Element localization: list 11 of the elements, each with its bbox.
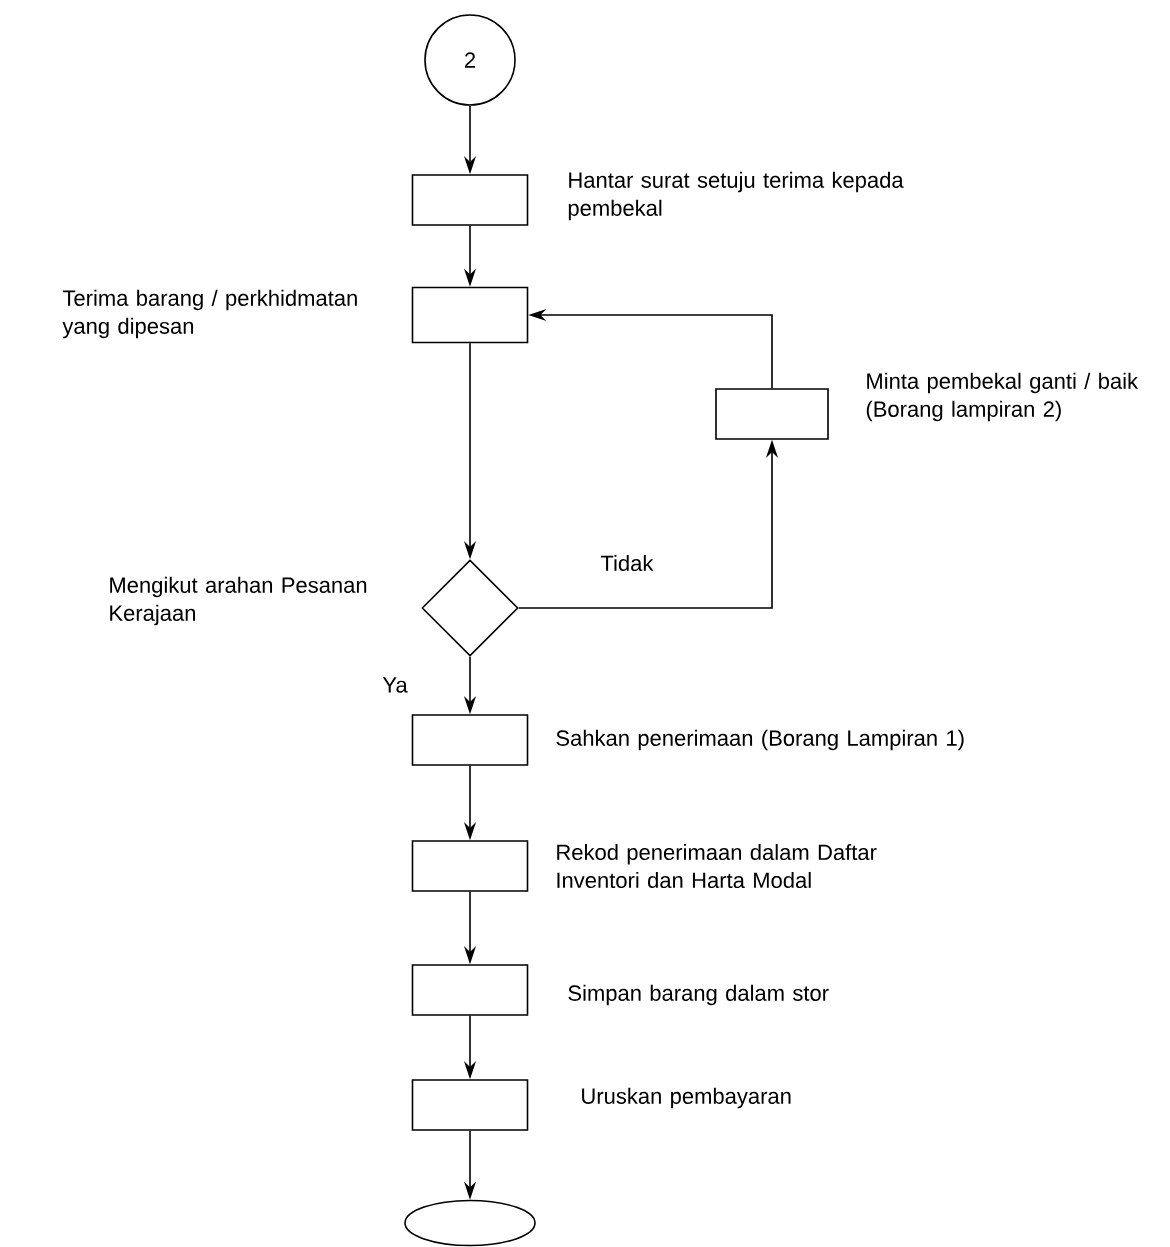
edge-label: Tidak <box>600 554 654 572</box>
step-label: Mengikut arahan Pesanan Kerajaan <box>110 576 367 626</box>
edge-label: Ya <box>382 677 408 693</box>
step-label: Uruskan pembayaran <box>582 1087 791 1109</box>
step-label: Hantar surat setuju terima kepada pembekal <box>568 171 904 221</box>
step-label: Sahkan penerimaan (Borang Lampiran 1) <box>556 729 964 751</box>
step-label: Rekod penerimaan dalam Daftar Inventori dan Harta Modal <box>557 843 877 889</box>
step-label: Terima barang / perkhidmatan yang dipesan <box>62 289 357 339</box>
end-terminator <box>404 1199 536 1247</box>
step-label: Simpan barang dalam stor <box>568 984 829 1006</box>
step-label: Minta pembekal ganti / baik (Borang lampiran 2) <box>866 372 1139 422</box>
